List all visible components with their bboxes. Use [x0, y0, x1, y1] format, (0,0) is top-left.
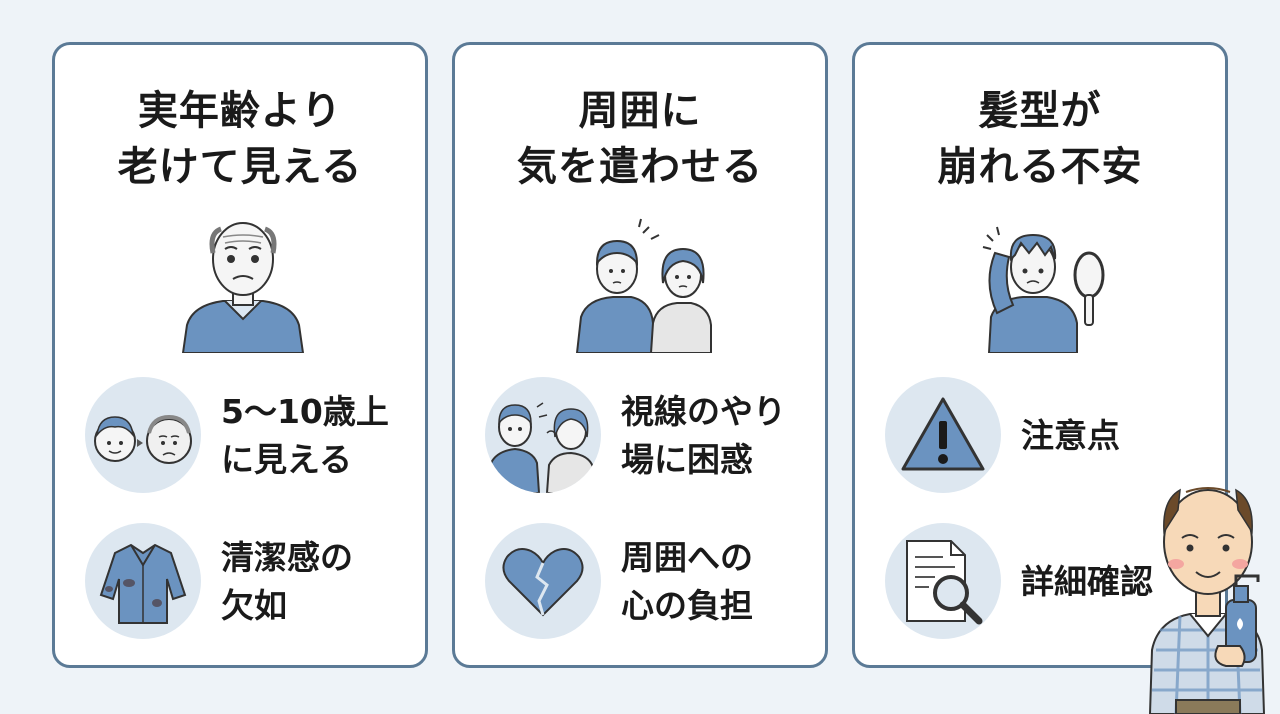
item-text: 5〜10歳上 に見える [221, 392, 389, 479]
worried-couple-icon [575, 218, 712, 353]
man-with-mirror-icon [982, 226, 1105, 353]
item-text: 詳細確認 [1021, 562, 1153, 601]
item-text: 清潔感の 欠如 [221, 538, 353, 625]
card-title: 周囲に 気を遣わせる [517, 88, 763, 190]
list-item: 清潔感の 欠如 [85, 523, 405, 641]
list-item: 視線のやり 場に困惑 [485, 377, 805, 495]
dirty-shirt-icon [85, 523, 201, 639]
warning-icon [885, 377, 1001, 493]
card-title: 実年齢より 老けて見える [117, 88, 363, 190]
card-consideration: 周囲に 気を遣わせる 視線 [452, 42, 828, 668]
card-aging: 実年齢より 老けて見える [52, 42, 428, 668]
mascot-man-with-bottle-icon [1148, 487, 1266, 714]
card-hairstyle: 髪型が 崩れる不安 注意点 [852, 42, 1228, 668]
list-item: 5〜10歳上 に見える [85, 377, 405, 495]
list-item: 詳細確認 [885, 523, 1205, 641]
item-text: 周囲への 心の負担 [621, 538, 753, 625]
whispering-couple-icon [485, 377, 601, 493]
document-search-icon [885, 523, 1001, 639]
item-text: 注意点 [1021, 416, 1120, 455]
list-item: 注意点 [885, 377, 1205, 495]
broken-heart-icon [485, 523, 601, 639]
elderly-man-icon [181, 222, 305, 353]
aging-faces-icon [85, 377, 201, 493]
item-text: 視線のやり 場に困惑 [621, 392, 786, 479]
list-item: 周囲への 心の負担 [485, 523, 805, 641]
card-title: 髪型が 崩れる不安 [937, 88, 1143, 190]
